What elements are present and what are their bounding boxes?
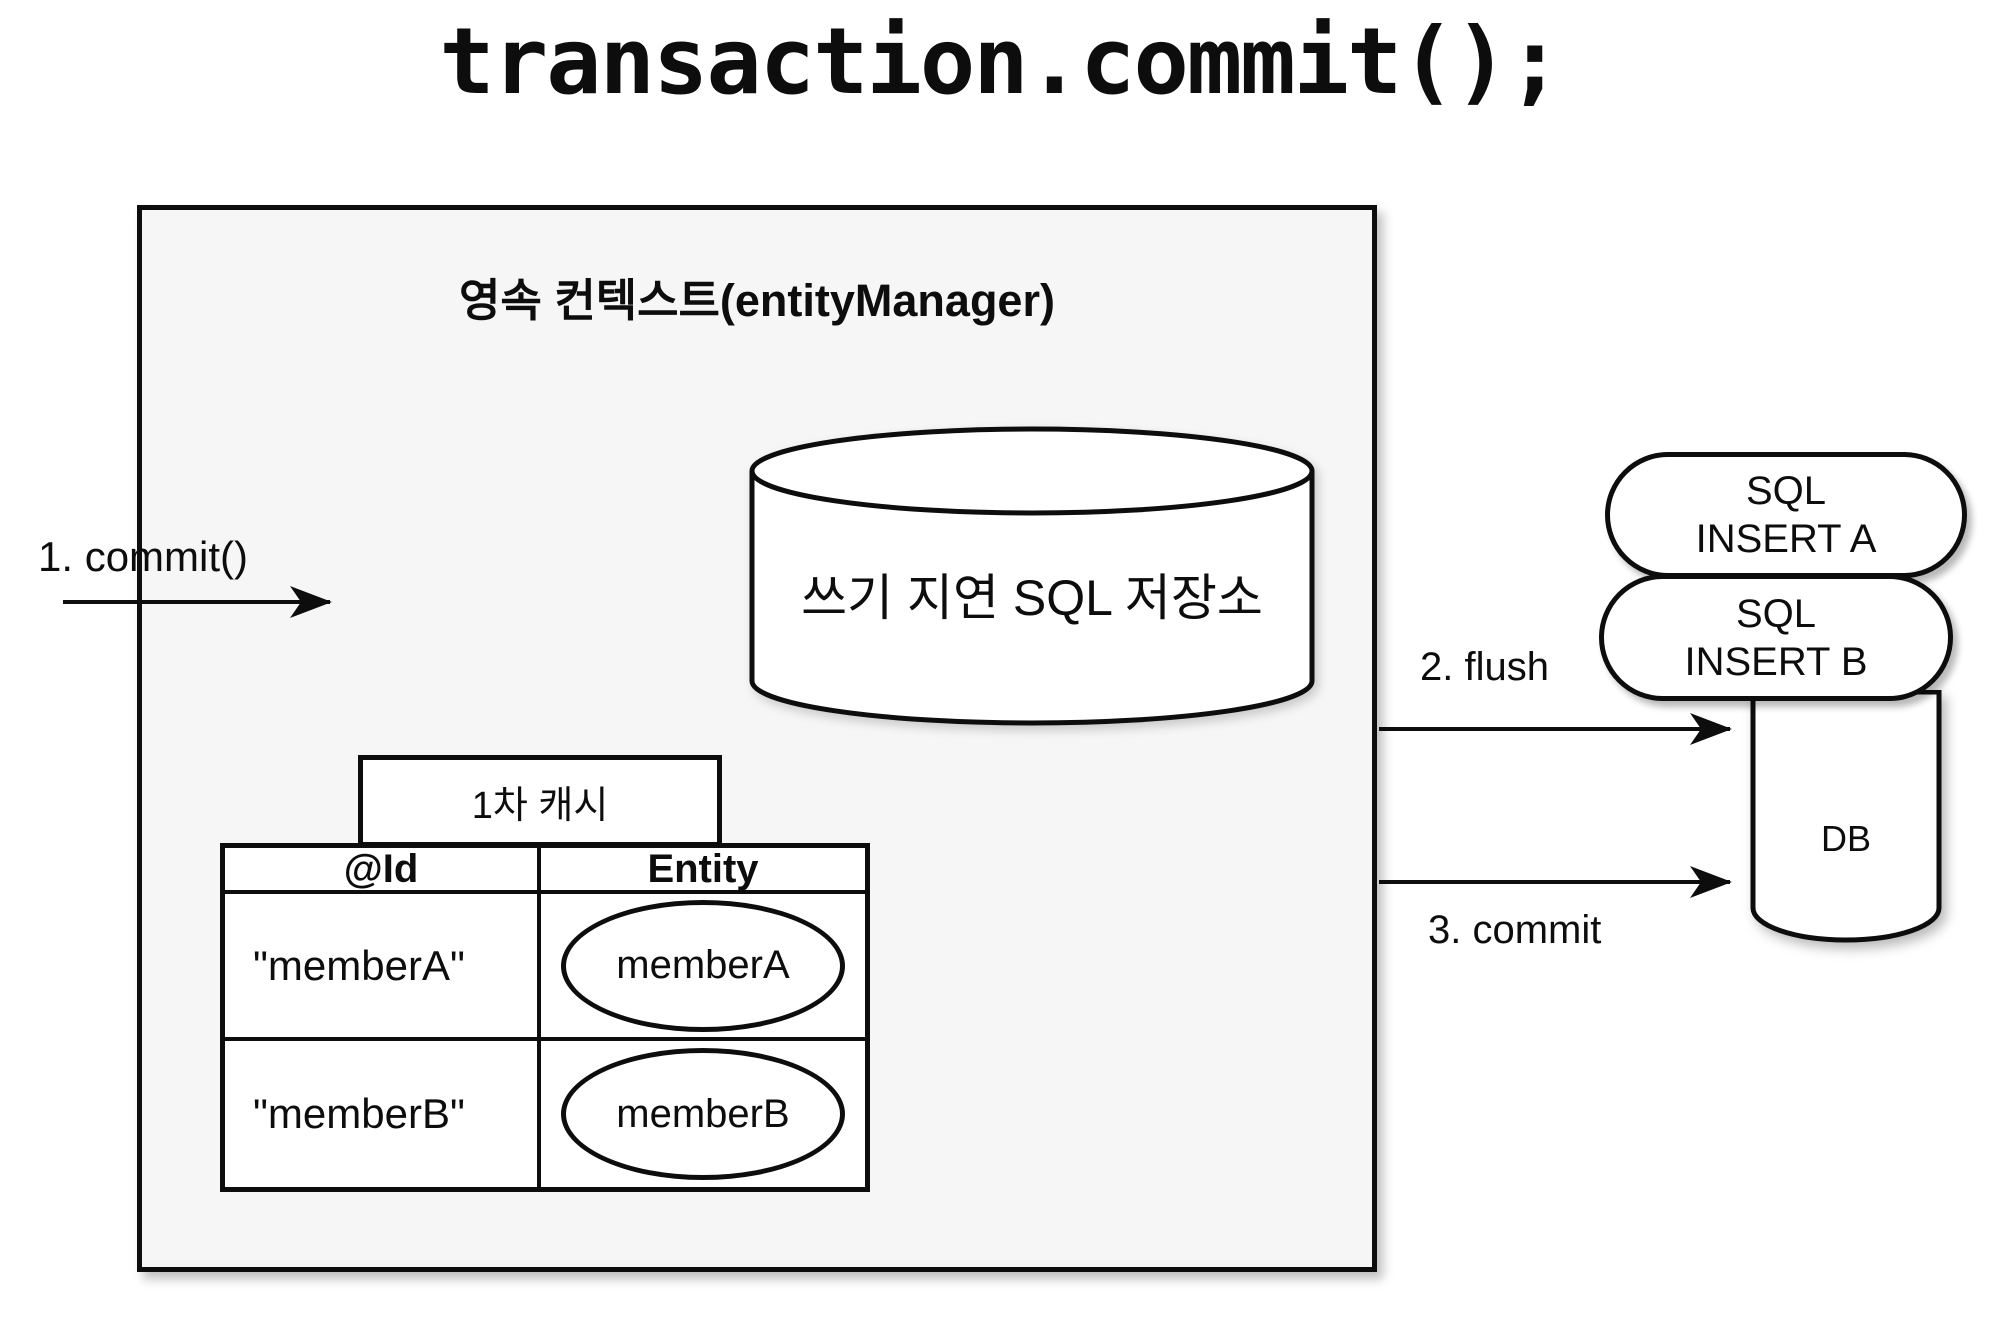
persistence-context-label: 영속 컨텍스트(entityManager) bbox=[459, 275, 1055, 326]
sql-insert-b-line1: SQL bbox=[1735, 591, 1817, 636]
table-row-entity: memberA bbox=[541, 894, 865, 1041]
table-row-entity: memberB bbox=[541, 1041, 865, 1187]
flow-label-flush: 2. flush bbox=[1420, 645, 1549, 689]
database-label: DB bbox=[1820, 818, 1871, 859]
table-header-entity: Entity bbox=[541, 847, 865, 894]
write-behind-store-label: 쓰기 지연 SQL 저장소 bbox=[801, 570, 1263, 626]
write-behind-store-cylinder-icon bbox=[746, 423, 1318, 740]
sql-insert-a-pill: SQL INSERT A bbox=[1605, 452, 1967, 578]
flow-label-commit: 1. commit() bbox=[38, 533, 248, 580]
entity-ellipse-memberA: memberA bbox=[561, 899, 845, 1032]
table-header-id: @Id bbox=[225, 847, 541, 894]
sql-insert-b-pill: SQL INSERT B bbox=[1599, 574, 1953, 701]
sql-insert-a-line2: INSERT A bbox=[1695, 517, 1877, 561]
database-cylinder-icon bbox=[1748, 689, 1944, 951]
diagram-title: transaction.commit(); bbox=[439, 8, 1562, 115]
table-row-id: "memberA" bbox=[225, 894, 541, 1041]
first-level-cache-label: 1차 캐시 bbox=[471, 784, 609, 827]
first-level-cache-box: 1차 캐시 bbox=[358, 755, 722, 847]
flow-label-commit-db: 3. commit bbox=[1428, 908, 1602, 952]
sql-insert-b-line2: INSERT B bbox=[1684, 639, 1868, 684]
sql-insert-a-line1: SQL bbox=[1745, 469, 1827, 513]
entity-ellipse-memberB: memberB bbox=[561, 1048, 845, 1180]
first-level-cache-table: @Id Entity "memberA" memberA "memberB" m… bbox=[220, 843, 870, 1192]
table-row-id: "memberB" bbox=[225, 1041, 541, 1187]
